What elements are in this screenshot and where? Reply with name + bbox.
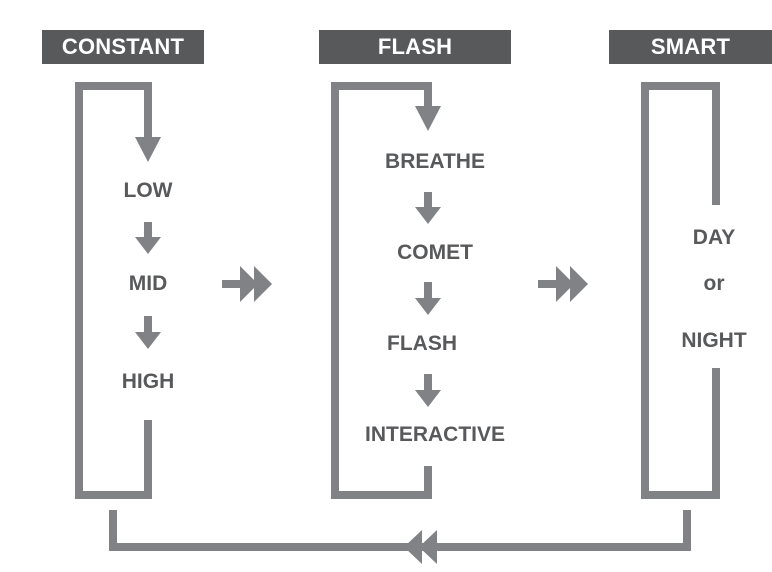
mode-interactive-label: INTERACTIVE: [364, 423, 506, 446]
return-line: [109, 510, 691, 551]
mode-flash-label: FLASH: [387, 332, 457, 355]
flash-entry-arrow-icon: [415, 106, 441, 131]
double-arrow-1-head-b-icon: [254, 266, 272, 302]
return-arrow-head-b-icon: [404, 530, 422, 564]
mode-or-label: or: [703, 272, 725, 295]
flash-loop-line: [331, 82, 432, 499]
flash-header: FLASH: [319, 30, 511, 64]
arrow-flash-interactive-icon: [415, 390, 441, 407]
mode-night-label: NIGHT: [681, 329, 747, 352]
mode-comet-label: COMET: [397, 241, 473, 264]
arrow-mid-high-icon: [135, 332, 161, 349]
smart-box-top-line: [641, 82, 720, 499]
constant-header: CONSTANT: [42, 30, 204, 64]
double-arrow-1-head-a-icon: [240, 266, 258, 302]
mode-mid-label: MID: [128, 272, 168, 295]
mode-high-label: HIGH: [121, 370, 175, 393]
constant-loop-line: [75, 82, 152, 499]
arrow-low-mid-icon: [135, 237, 161, 254]
arrow-breathe-comet-icon: [415, 207, 441, 224]
mode-day-label: DAY: [692, 226, 736, 249]
double-arrow-2-head-a-icon: [556, 266, 574, 302]
double-arrow-2-head-b-icon: [570, 266, 588, 302]
mode-breathe-label: BREATHE: [385, 150, 485, 173]
smart-header: SMART: [609, 30, 772, 64]
constant-entry-arrow-icon: [135, 137, 161, 162]
return-arrow-head-a-icon: [419, 530, 437, 564]
mode-low-label: LOW: [123, 179, 173, 202]
arrow-comet-flash-icon: [415, 298, 441, 315]
